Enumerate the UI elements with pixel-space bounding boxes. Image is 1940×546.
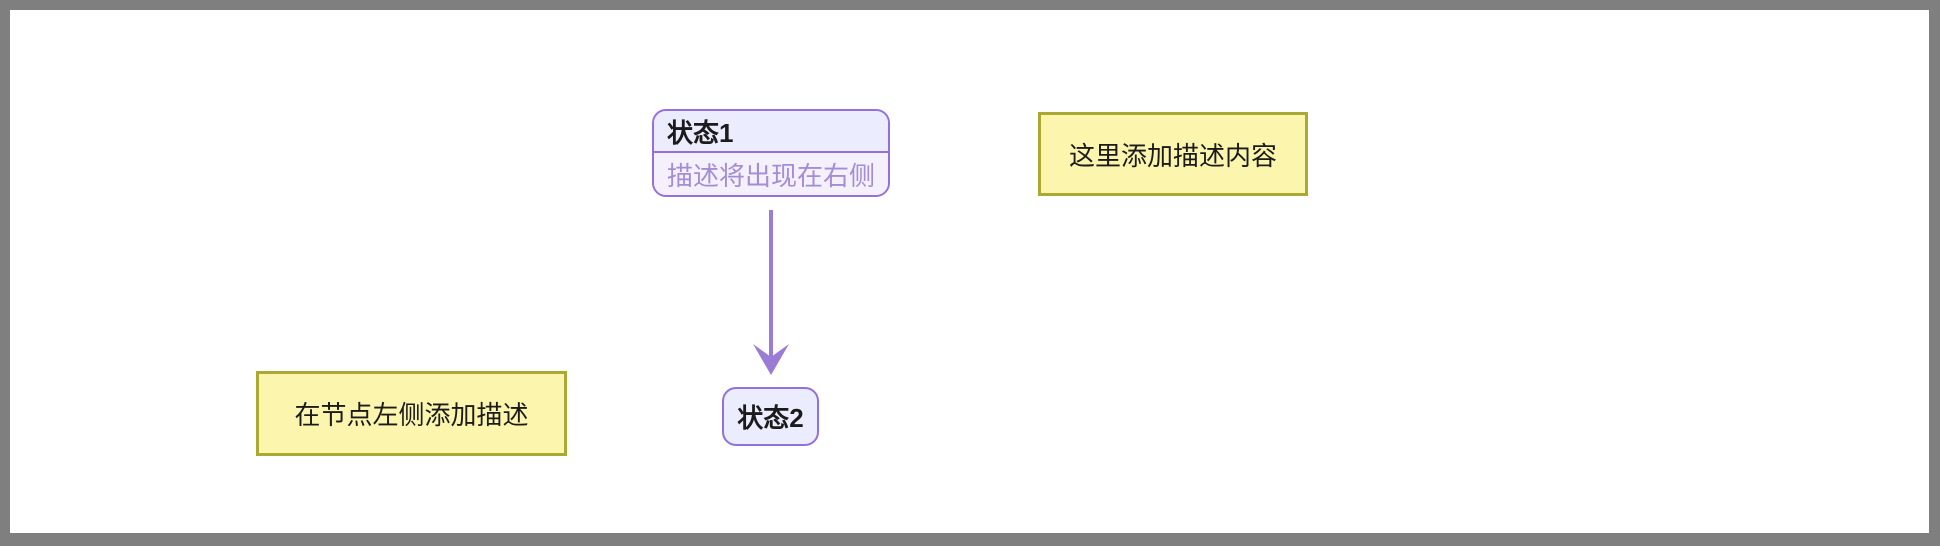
note-left: 在节点左侧添加描述 <box>256 371 567 456</box>
transition-arrow-state1-state2 <box>753 210 789 375</box>
state1-title: 状态1 <box>654 111 888 153</box>
arrowhead-icon <box>753 344 789 375</box>
note-right: 这里添加描述内容 <box>1038 112 1308 196</box>
state1-description: 描述将出现在右侧 <box>654 153 888 195</box>
state-node-state1: 状态1 描述将出现在右侧 <box>652 109 890 197</box>
state-node-state2: 状态2 <box>722 387 819 446</box>
